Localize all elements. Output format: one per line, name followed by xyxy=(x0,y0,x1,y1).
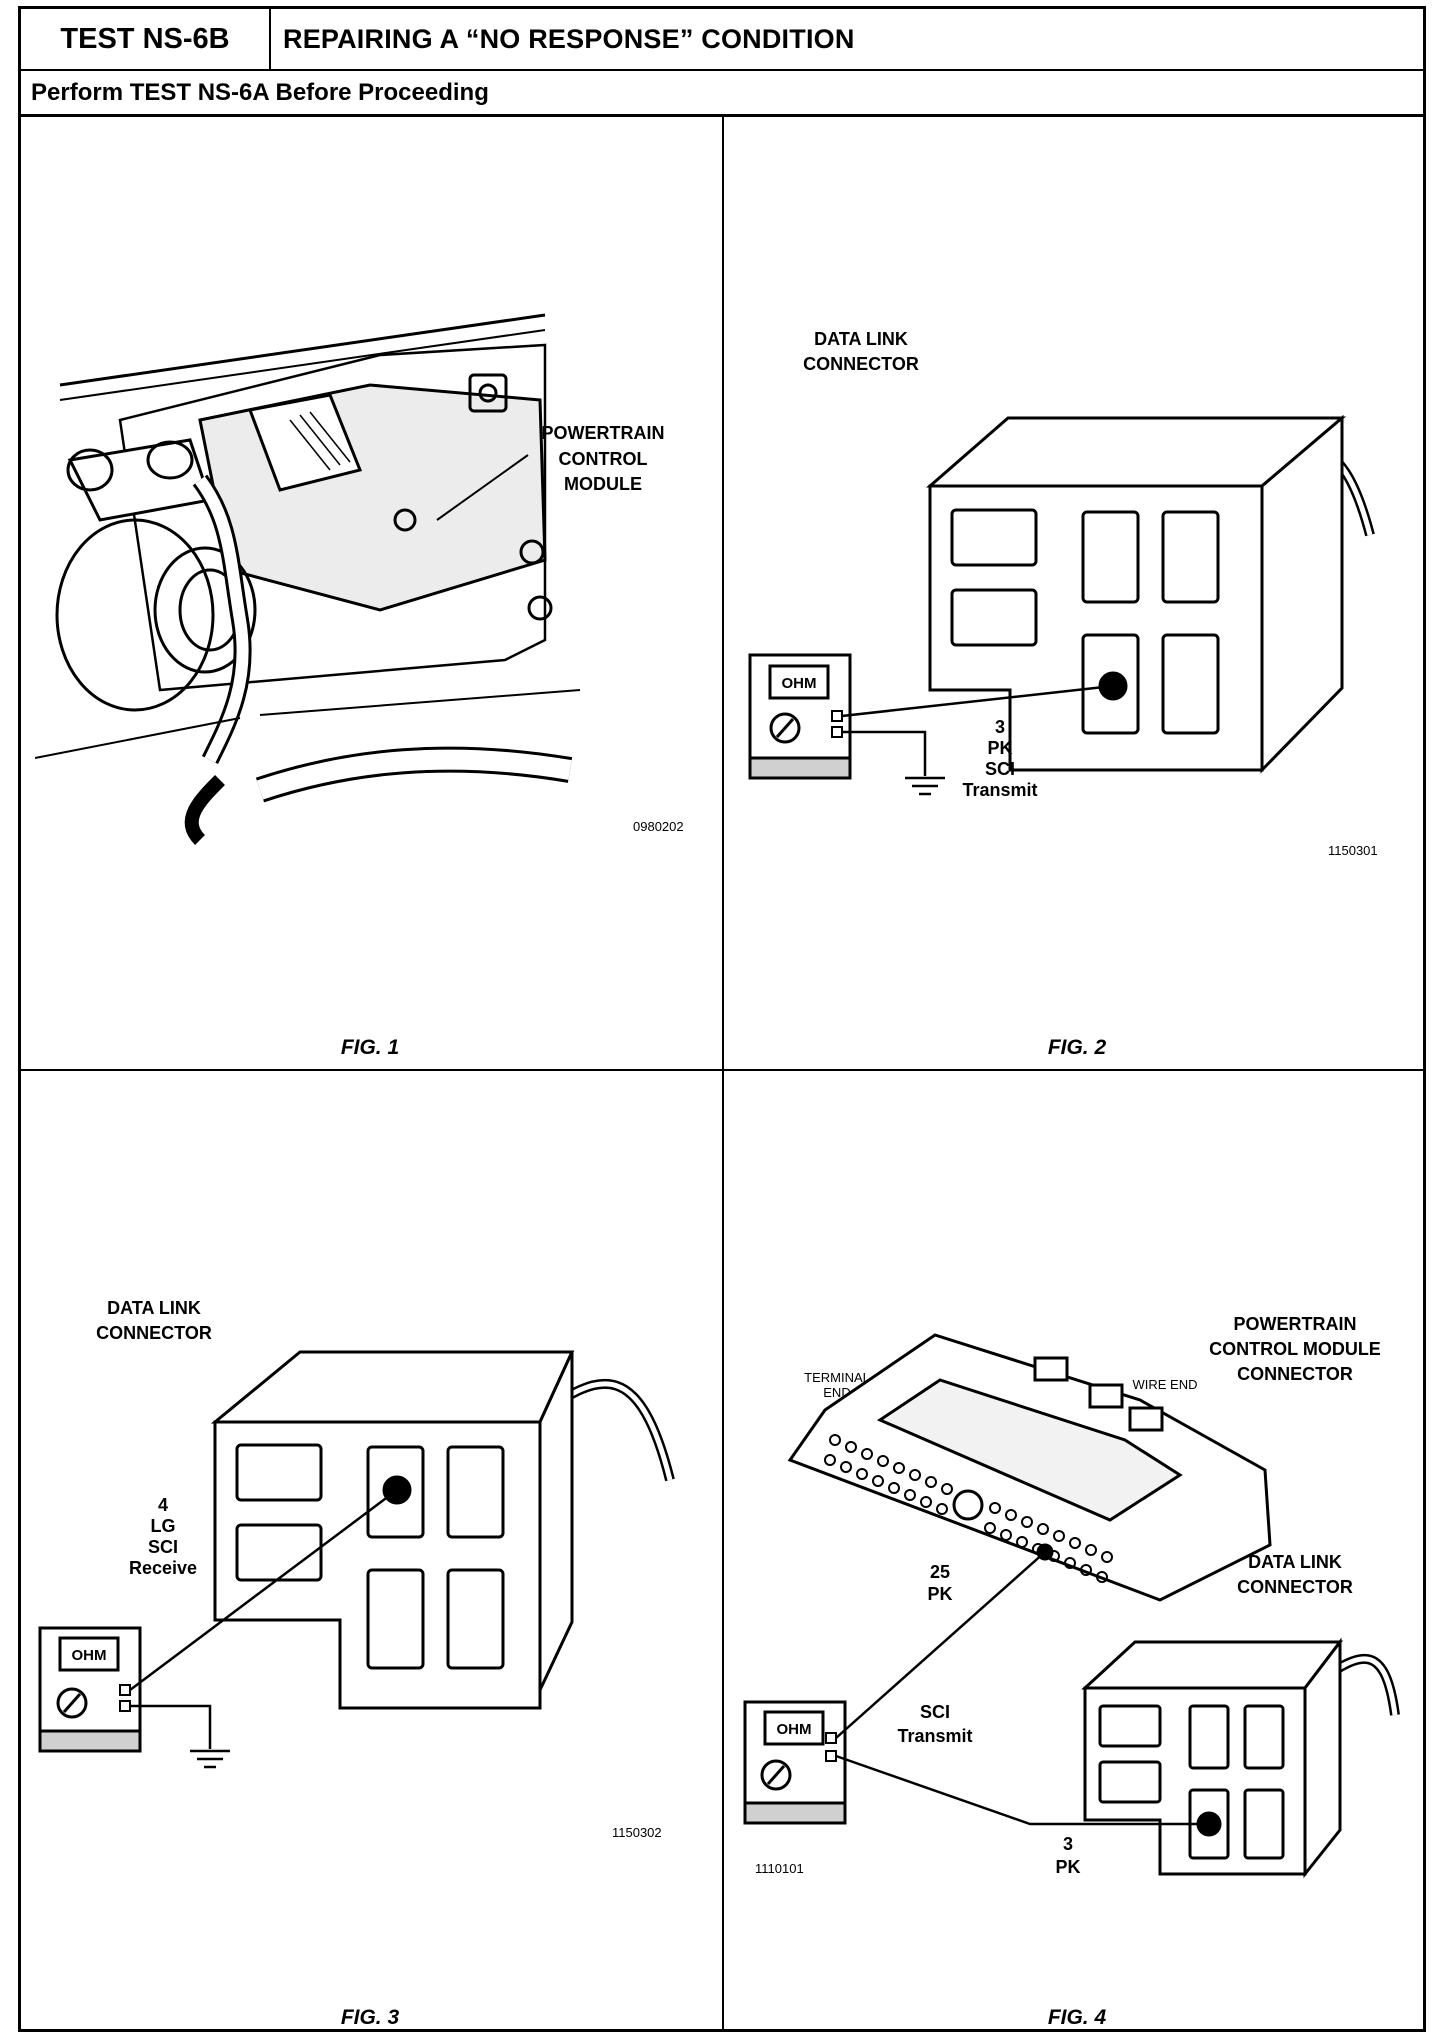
fig4-wire-end: WIRE END xyxy=(1133,1377,1198,1392)
fig2-pin-label-line1: 3 xyxy=(995,717,1005,737)
fig4-dlc-label-line2: CONNECTOR xyxy=(1237,1577,1353,1597)
fig3-pin-label-line4: Receive xyxy=(129,1558,197,1578)
pcm-engine-illustration xyxy=(34,313,581,845)
fig3-code: 1150302 xyxy=(612,1825,662,1840)
fig2-caption: FIG. 2 xyxy=(1048,1036,1107,1059)
fig4-caption: FIG. 4 xyxy=(1048,2006,1107,2029)
fig1-caption: FIG. 1 xyxy=(341,1036,399,1059)
fig4-dlc-label-line1: DATA LINK xyxy=(1248,1552,1342,1572)
fig1-label-line3: MODULE xyxy=(564,474,642,494)
fig4-sci-line1: SCI xyxy=(920,1702,950,1722)
fig4-ohmmeter xyxy=(743,1551,1209,1826)
fig3-meter-label: OHM xyxy=(72,1647,107,1664)
fig4-pcm-label-line1: POWERTRAIN xyxy=(1234,1314,1357,1334)
fig4-pcm-label-line2: CONTROL MODULE xyxy=(1209,1339,1381,1359)
fig4-pcm-connector xyxy=(787,1333,1272,1602)
fig3-pin-label-line2: LG xyxy=(151,1516,176,1536)
test-id: TEST NS-6B xyxy=(21,9,271,69)
fig3-ohmmeter xyxy=(38,1488,398,1769)
fig4-code: 1110101 xyxy=(755,1861,804,1876)
fig4-data-link-connector xyxy=(1081,1637,1400,1879)
fig4-pin25-line2: PK xyxy=(927,1584,952,1604)
fig1-label-line1: POWERTRAIN xyxy=(542,423,665,443)
figure-3: DATA LINK CONNECTOR xyxy=(38,1298,675,2029)
fig2-code: 1150301 xyxy=(1328,843,1378,858)
fig2-data-link-connector xyxy=(925,414,1375,774)
fig2-dlc-label-line1: DATA LINK xyxy=(814,329,908,349)
fig3-pin-label-line3: SCI xyxy=(148,1537,178,1557)
fig4-sci-line2: Transmit xyxy=(897,1726,972,1746)
fig1-label-line2: CONTROL xyxy=(559,449,648,469)
fig3-data-link-connector xyxy=(210,1350,675,1710)
prerequisite-note: Perform TEST NS-6A Before Proceeding xyxy=(21,71,1423,117)
fig2-pin-label-line2: PK xyxy=(987,738,1012,758)
fig2-pin-label-line3: SCI xyxy=(985,759,1015,779)
vertical-divider xyxy=(722,117,724,2032)
fig2-meter-label: OHM xyxy=(782,675,817,692)
fig4-pin25-line1: 25 xyxy=(930,1562,950,1582)
fig2-ohmmeter xyxy=(748,653,1114,796)
fig3-dlc-label-line2: CONNECTOR xyxy=(96,1323,212,1343)
fig2-pin-label-line4: Transmit xyxy=(962,780,1037,800)
fig4-meter-label: OHM xyxy=(777,1721,812,1738)
fig3-dlc-label-line1: DATA LINK xyxy=(107,1298,201,1318)
test-procedure-sheet: TEST NS-6B REPAIRING A “NO RESPONSE” CON… xyxy=(18,6,1426,2032)
figure-1: POWERTRAIN CONTROL MODULE 0980202 FIG. 1 xyxy=(34,313,684,1059)
fig3-pin-label-line1: 4 xyxy=(158,1495,168,1515)
fig4-pcm-label-line3: CONNECTOR xyxy=(1237,1364,1353,1384)
fig2-dlc-label-line2: CONNECTOR xyxy=(803,354,919,374)
horizontal-divider xyxy=(21,1069,1423,1071)
fig3-caption: FIG. 3 xyxy=(341,2006,400,2029)
fig4-terminal-end-line1: TERMINAL xyxy=(804,1370,870,1385)
figure-2: DATA LINK CONNECTOR xyxy=(748,329,1378,1059)
fig4-pin3-line2: PK xyxy=(1055,1857,1080,1877)
figure-4: POWERTRAIN CONTROL MODULE CONNECTOR TERM… xyxy=(743,1314,1400,2029)
fig1-code: 0980202 xyxy=(633,819,684,834)
procedure-title: REPAIRING A “NO RESPONSE” CONDITION xyxy=(283,23,855,54)
header-bar: TEST NS-6B REPAIRING A “NO RESPONSE” CON… xyxy=(21,9,1423,71)
fig4-pin3-line1: 3 xyxy=(1063,1834,1073,1854)
